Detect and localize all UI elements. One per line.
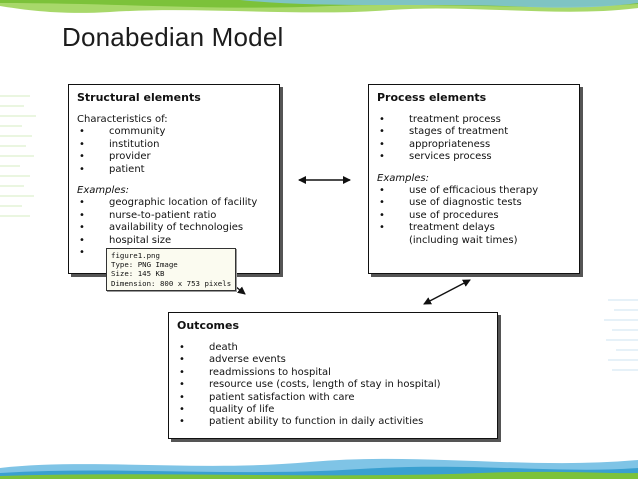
list-item: institution	[77, 139, 271, 152]
donabedian-figure: Structural elements Characteristics of: …	[52, 72, 596, 454]
list-item: patient ability to function in daily act…	[177, 416, 489, 429]
structural-examples-label: Examples:	[77, 185, 129, 197]
tooltip-dimension: Dimension: 800 x 753 pixels	[111, 278, 232, 288]
tooltip-filename: figure1.png	[111, 251, 160, 260]
process-elements-box: Process elements treatment process stage…	[368, 84, 580, 274]
slide-title: Donabedian Model	[62, 22, 284, 52]
left-stripes-decoration	[0, 95, 36, 217]
list-item: quality of life	[177, 404, 489, 417]
list-item: services process	[377, 151, 571, 164]
list-item: death	[177, 342, 489, 355]
tooltip-type: Type: PNG Image	[111, 260, 178, 270]
outcomes-title: Outcomes	[177, 319, 239, 332]
list-item: patient satisfaction with care	[177, 392, 489, 405]
process-elements-title: Process elements	[377, 91, 487, 104]
process-examples-list: use of efficacious therapy use of diagno…	[377, 185, 571, 235]
list-item: nurse-to-patient ratio	[77, 210, 271, 223]
tooltip-size: Size: 145 KB	[111, 269, 165, 279]
right-stripes-decoration	[604, 299, 638, 371]
list-item: appropriateness	[377, 139, 571, 152]
list-item: community	[77, 126, 271, 139]
list-item: readmissions to hospital	[177, 367, 489, 380]
list-item: stages of treatment	[377, 126, 571, 139]
process-items-list: treatment process stages of treatment ap…	[377, 114, 571, 164]
outcomes-box: Outcomes death adverse events readmissio…	[168, 312, 498, 439]
process-examples-continuation: (including wait times)	[409, 234, 518, 246]
characteristics-label: Characteristics of:	[77, 114, 168, 125]
list-item: availability of technologies	[77, 222, 271, 235]
list-item: hospital size	[77, 235, 271, 248]
process-outcomes-arrow	[423, 279, 471, 305]
list-item: treatment process	[377, 114, 571, 127]
list-item: treatment delays	[377, 222, 571, 235]
list-item: patient	[77, 164, 271, 177]
list-item: geographic location of facility	[77, 197, 271, 210]
list-item: use of diagnostic tests	[377, 197, 571, 210]
image-info-tooltip: figure1.png Type: PNG Image Size: 145 KB…	[106, 248, 237, 291]
list-item: resource use (costs, length of stay in h…	[177, 379, 489, 392]
structural-elements-box: Structural elements Characteristics of: …	[68, 84, 280, 274]
bottom-wave-decoration	[0, 458, 638, 479]
structural-examples-list: geographic location of facility nurse-to…	[77, 197, 271, 259]
list-item: provider	[77, 151, 271, 164]
process-examples-label: Examples:	[377, 172, 429, 184]
characteristics-list: community institution provider patient	[77, 126, 271, 176]
top-wave-decoration	[0, 0, 638, 13]
outcomes-list: death adverse events readmissions to hos…	[177, 342, 489, 429]
structural-elements-title: Structural elements	[77, 91, 201, 104]
list-item: adverse events	[177, 354, 489, 367]
list-item: use of efficacious therapy	[377, 185, 571, 198]
list-item: use of procedures	[377, 210, 571, 223]
